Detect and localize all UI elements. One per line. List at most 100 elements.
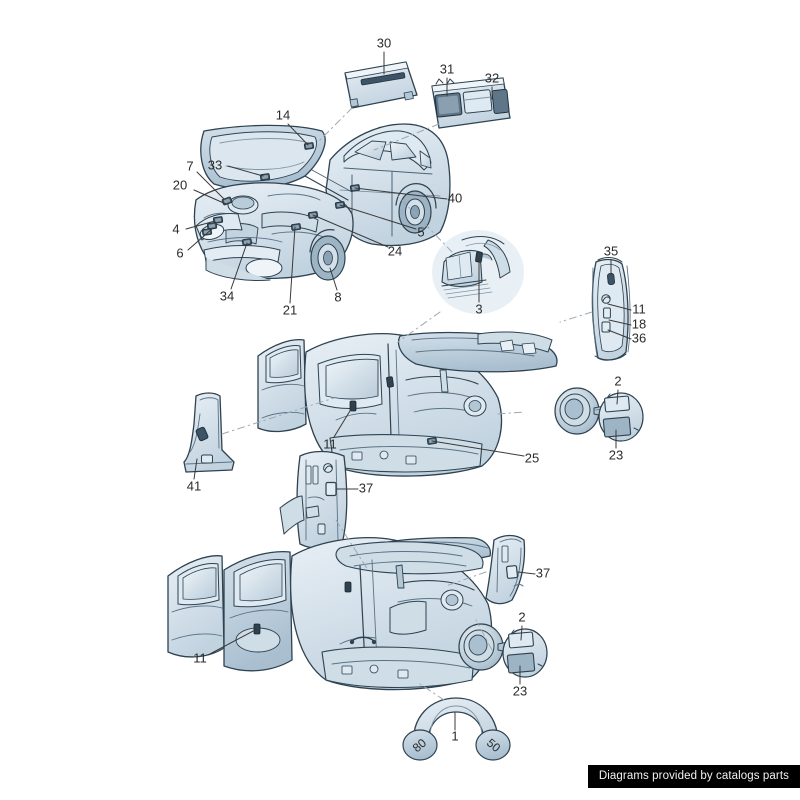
part-fuel-filler-upper — [554, 387, 644, 442]
callout-14: 14 — [276, 107, 309, 146]
callout-number: 11 — [632, 301, 646, 316]
callout-32: 32 — [485, 70, 499, 100]
callout-number: 2 — [614, 373, 621, 388]
callout-leader-line — [517, 571, 536, 575]
callout-leader-line — [312, 214, 389, 248]
callout-number: 41 — [187, 478, 201, 493]
callout-number: 35 — [604, 243, 618, 258]
marker-41-upper — [195, 426, 209, 442]
callout-number: 6 — [176, 245, 183, 260]
callout-4: 4 — [172, 220, 216, 236]
callout-number: 4 — [172, 221, 179, 236]
callout-leader-line — [431, 440, 525, 457]
callout-number: 23 — [609, 447, 623, 462]
callout-5: 5 — [339, 204, 425, 239]
marker-36 — [601, 321, 611, 333]
marker-14 — [303, 141, 315, 151]
callout-33: 33 — [208, 157, 264, 177]
callout-21: 21 — [283, 226, 297, 317]
callout-number: 1 — [451, 728, 458, 743]
callout-number: 32 — [485, 70, 499, 85]
callout-leader-line — [185, 220, 216, 230]
callout-number: 24 — [388, 243, 402, 258]
marker-6 — [201, 227, 213, 237]
callout-leader-line — [329, 267, 338, 291]
callout-leader-line — [616, 389, 619, 405]
callout-leader-line — [607, 303, 632, 311]
callout-40: 40 — [354, 187, 462, 205]
callout-number: 37 — [536, 565, 550, 580]
callout-leader-line — [287, 123, 309, 146]
callout-number: 40 — [448, 190, 462, 205]
callout-leader-line — [607, 329, 632, 340]
part-seat-detail — [432, 230, 524, 314]
marker-23-lower — [506, 652, 536, 674]
callout-number: 18 — [632, 316, 646, 331]
callout-number: 2 — [518, 609, 525, 624]
callout-2: 2 — [518, 609, 526, 641]
callout-number: 21 — [283, 302, 297, 317]
callout-7: 7 — [186, 158, 225, 200]
part-bodyshell-upper — [257, 331, 558, 477]
callout-number: 33 — [208, 157, 222, 172]
marker-11-lower — [344, 581, 352, 593]
callout-11: 11 — [607, 301, 646, 316]
marker-11 — [601, 294, 611, 304]
callout-31: 31 — [440, 61, 454, 97]
callout-leader-line — [339, 204, 417, 230]
part-sun-visor — [344, 61, 418, 109]
callout-leader-line — [608, 319, 632, 326]
callout-leader-line — [354, 187, 448, 200]
callout-3: 3 — [475, 257, 483, 316]
callout-leader-line — [289, 226, 296, 304]
callout-number: 36 — [632, 330, 646, 345]
part-pillar-detail-low — [485, 534, 526, 605]
callout-leader-line — [196, 171, 225, 200]
callout-37: 37 — [336, 480, 373, 495]
part-car-body-cutaway — [193, 123, 451, 281]
callout-number: 31 — [440, 61, 454, 76]
callout-37: 37 — [517, 565, 550, 580]
callout-leader-line — [230, 242, 248, 290]
part-bodyshell-lower — [167, 537, 493, 691]
callout-leader-line — [520, 625, 523, 641]
callout-number: 30 — [377, 35, 391, 50]
callout-leader-line — [187, 227, 214, 251]
callout-number: 25 — [525, 450, 539, 465]
callout-number: 11 — [193, 650, 207, 665]
callout-leader-line — [227, 165, 264, 177]
callout-18: 18 — [608, 316, 646, 331]
callout-35: 35 — [604, 243, 618, 276]
callout-34: 34 — [220, 242, 248, 303]
marker-11-upper — [386, 376, 394, 388]
callout-11: 11 — [323, 405, 354, 451]
marker-18 — [603, 307, 611, 319]
part-fuel-filler-lower — [458, 623, 548, 678]
marker-35 — [607, 272, 615, 286]
callout-36: 36 — [607, 329, 646, 345]
callout-23: 23 — [513, 665, 527, 698]
callout-number: 14 — [276, 107, 290, 122]
callout-leader-line — [207, 628, 258, 656]
marker-hook-icon — [323, 463, 333, 473]
callout-leader-line — [193, 189, 227, 205]
callout-number: 20 — [173, 177, 187, 192]
part-arch-seal: 80 50 — [402, 697, 511, 761]
callout-24: 24 — [312, 214, 402, 258]
part-pillar-detail-mid — [279, 450, 348, 550]
marker-handle-icon — [349, 636, 377, 645]
part-overhead-console — [431, 77, 511, 129]
marker-37-mid — [325, 481, 337, 497]
marker-23 — [602, 416, 632, 438]
marker-33 — [259, 172, 271, 182]
callout-41: 41 — [187, 458, 201, 493]
callout-1: 1 — [451, 712, 459, 743]
callout-30: 30 — [377, 35, 391, 75]
callout-6: 6 — [176, 227, 214, 260]
callout-number: 37 — [359, 480, 373, 495]
callout-leader-line — [333, 405, 354, 438]
callout-8: 8 — [329, 267, 342, 304]
callout-number: 3 — [475, 301, 482, 316]
